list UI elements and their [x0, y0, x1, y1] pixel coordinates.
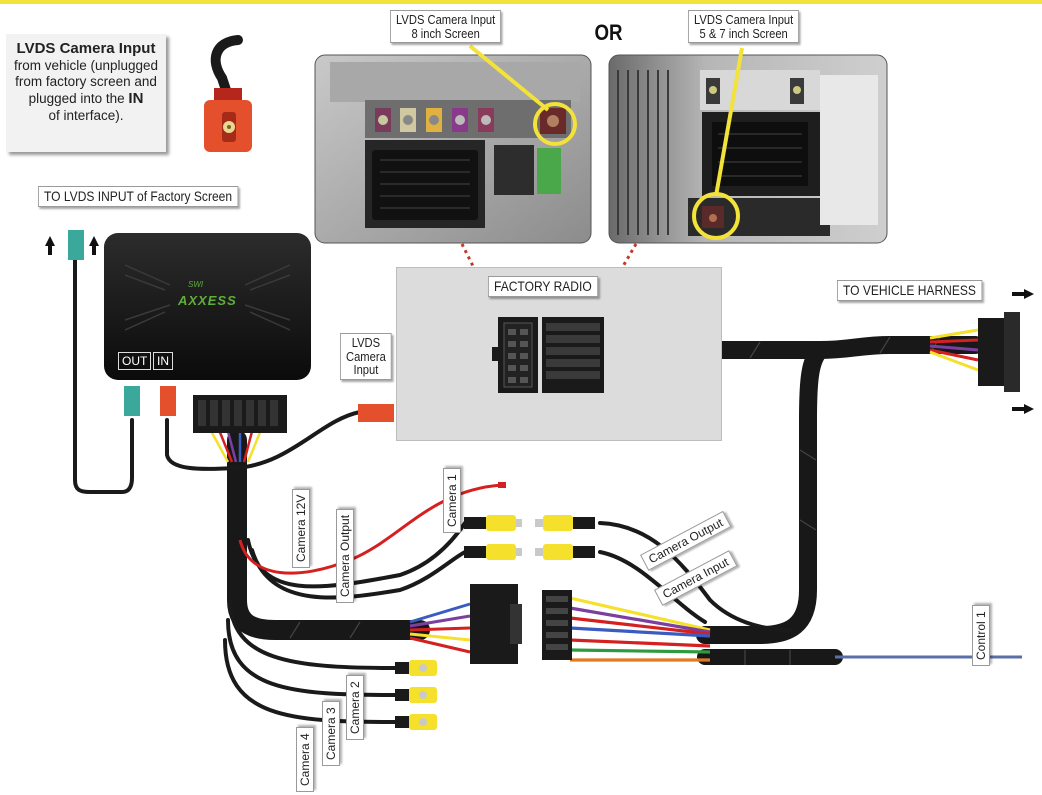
highlight-circle-8inch [533, 102, 577, 146]
note-in-word: IN [128, 90, 144, 108]
rca-plugs [395, 515, 595, 730]
tag-camera-output-left: Camera Output [336, 508, 354, 603]
photo-8inch-screen-connectors [314, 54, 592, 244]
tag-control-1: Control 1 [972, 605, 990, 666]
interface-in-label: IN [153, 352, 173, 370]
note-title: LVDS Camera Input [16, 40, 156, 57]
camera-12v-wire-end [498, 482, 506, 488]
dotted-link-left [460, 243, 476, 269]
label-lvds-camera-input-line2: Camera [346, 348, 386, 364]
lvds-camera-input-plug [358, 404, 394, 422]
label-lvds-8inch: LVDS Camera Input 8 inch Screen [390, 10, 502, 44]
label-lvds-camera-input-line1: LVDS [351, 335, 381, 350]
interface-out-label: OUT [118, 352, 152, 370]
lvds-plug-icon [204, 35, 252, 152]
label-lvds-camera-input-line3: Input [353, 362, 379, 378]
fakra-ports-row [375, 108, 566, 134]
dotted-link-right [620, 243, 638, 269]
lower-connector-wires-left [409, 602, 471, 654]
tag-camera-4: Camera 4 [296, 727, 314, 792]
label-to-vehicle-harness: TO VEHICLE HARNESS [837, 280, 982, 301]
axxess-interface-box [104, 233, 311, 380]
pointer-5-7inch [714, 47, 744, 197]
interface-brand-label: AXXESS [178, 293, 237, 308]
photo-5-7inch-screen-connectors [608, 54, 888, 244]
vehicle-harness-connector [978, 312, 1020, 392]
label-lvds-5-7inch-line1: LVDS Camera Input [694, 12, 794, 27]
tag-camera-2: Camera 2 [346, 675, 364, 740]
lvds-camera-input-note: LVDS Camera Input from vehicle (unplugge… [6, 34, 166, 152]
vehicle-harness-wires [929, 328, 979, 372]
note-line-4: of interface). [48, 108, 124, 124]
note-line-2: from factory screen and [15, 74, 157, 90]
interface-main-connector [193, 395, 287, 433]
tag-camera-3: Camera 3 [322, 701, 340, 766]
lower-harness-connector-right [542, 590, 572, 660]
label-lvds-8inch-line1: LVDS Camera Input [396, 12, 496, 27]
arrows-up [45, 236, 99, 255]
label-lvds-camera-input: LVDS Camera Input [340, 333, 392, 380]
label-lvds-8inch-line2: 8 inch Screen [411, 25, 480, 41]
note-line-3: plugged into the [28, 91, 129, 107]
interface-sub-label: SWI [188, 280, 204, 289]
lvds-output-plug [68, 230, 84, 260]
label-lvds-5-7inch-line2: 5 & 7 inch Screen [699, 25, 788, 41]
in-fakra-plug [160, 386, 176, 416]
arrows-right [1012, 289, 1034, 414]
top-accent-bar [0, 0, 1042, 4]
label-to-lvds-input: TO LVDS INPUT of Factory Screen [38, 186, 239, 207]
out-fakra-plug [124, 386, 140, 416]
note-line-1: from vehicle (unplugged [13, 58, 159, 73]
factory-radio-connectors [492, 317, 604, 393]
label-lvds-5-7inch: LVDS Camera Input 5 & 7 inch Screen [688, 10, 800, 44]
lower-harness-connector-left [470, 584, 522, 664]
label-factory-radio: FACTORY RADIO [488, 276, 598, 297]
or-label: OR [594, 20, 623, 45]
pointer-8inch [468, 44, 550, 112]
tag-camera-1: Camera 1 [443, 468, 461, 533]
lower-connector-wires-right [569, 596, 711, 662]
tag-camera-12v: Camera 12V [292, 488, 310, 568]
